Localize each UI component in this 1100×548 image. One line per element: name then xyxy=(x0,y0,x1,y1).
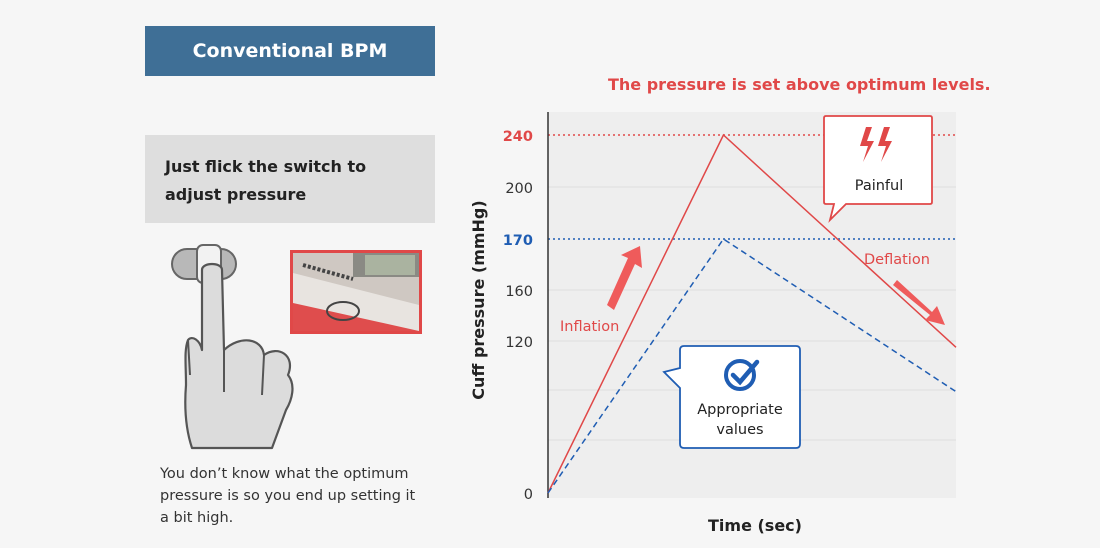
y-tick-label: 200 xyxy=(505,181,533,197)
caption-line-3: a bit high. xyxy=(160,510,234,526)
y-axis-label: Cuff pressure (mmHg) xyxy=(469,200,488,399)
y-tick-label: 160 xyxy=(505,284,533,300)
caption-line-2: pressure is so you end up setting it xyxy=(160,488,416,504)
lightning-icon xyxy=(878,127,892,162)
caption-line-1: You don’t know what the optimum xyxy=(160,466,409,482)
y-tick-label: 170 xyxy=(503,233,533,249)
tip-line-1: Just flick the switch to xyxy=(165,157,367,176)
section-title: Conventional BPM xyxy=(145,26,435,76)
x-axis-label: Time (sec) xyxy=(708,516,802,535)
y-tick-label: 240 xyxy=(503,129,533,145)
check-circle-icon xyxy=(724,359,756,391)
device-switch-photo-art xyxy=(293,253,419,331)
tip-box: Just flick the switch to adjust pressure xyxy=(145,135,435,223)
device-switch-photo xyxy=(290,250,422,334)
inflation-label: Inflation xyxy=(560,319,619,335)
series-lines xyxy=(547,133,957,494)
hand-switch-illustration xyxy=(171,244,294,450)
inflation-arrow-icon xyxy=(607,246,642,310)
deflation-arrow-icon xyxy=(893,280,945,325)
y-tick-label: 120 xyxy=(505,335,533,351)
appropriate-label-line-1: Appropriate xyxy=(697,402,783,418)
painful-label: Painful xyxy=(855,178,904,194)
caption: You don’t know what the optimum pressure… xyxy=(160,463,450,529)
check-mark-icon xyxy=(730,359,760,386)
painful-callout: Painful xyxy=(823,115,933,223)
hand-finger-lines xyxy=(187,339,265,396)
series-line xyxy=(547,133,957,494)
pressure-notice: The pressure is set above optimum levels… xyxy=(608,75,991,94)
series-line xyxy=(547,237,957,494)
deflation-label: Deflation xyxy=(864,252,930,268)
y-tick-label: 0 xyxy=(524,487,533,503)
lightning-icon xyxy=(860,127,874,162)
appropriate-label-line-2: values xyxy=(716,422,763,438)
y-tick-labels: 0 120 160 170 200 240 xyxy=(503,129,533,503)
tip-line-2: adjust pressure xyxy=(165,185,307,204)
appropriate-callout: Appropriate values xyxy=(662,345,801,449)
